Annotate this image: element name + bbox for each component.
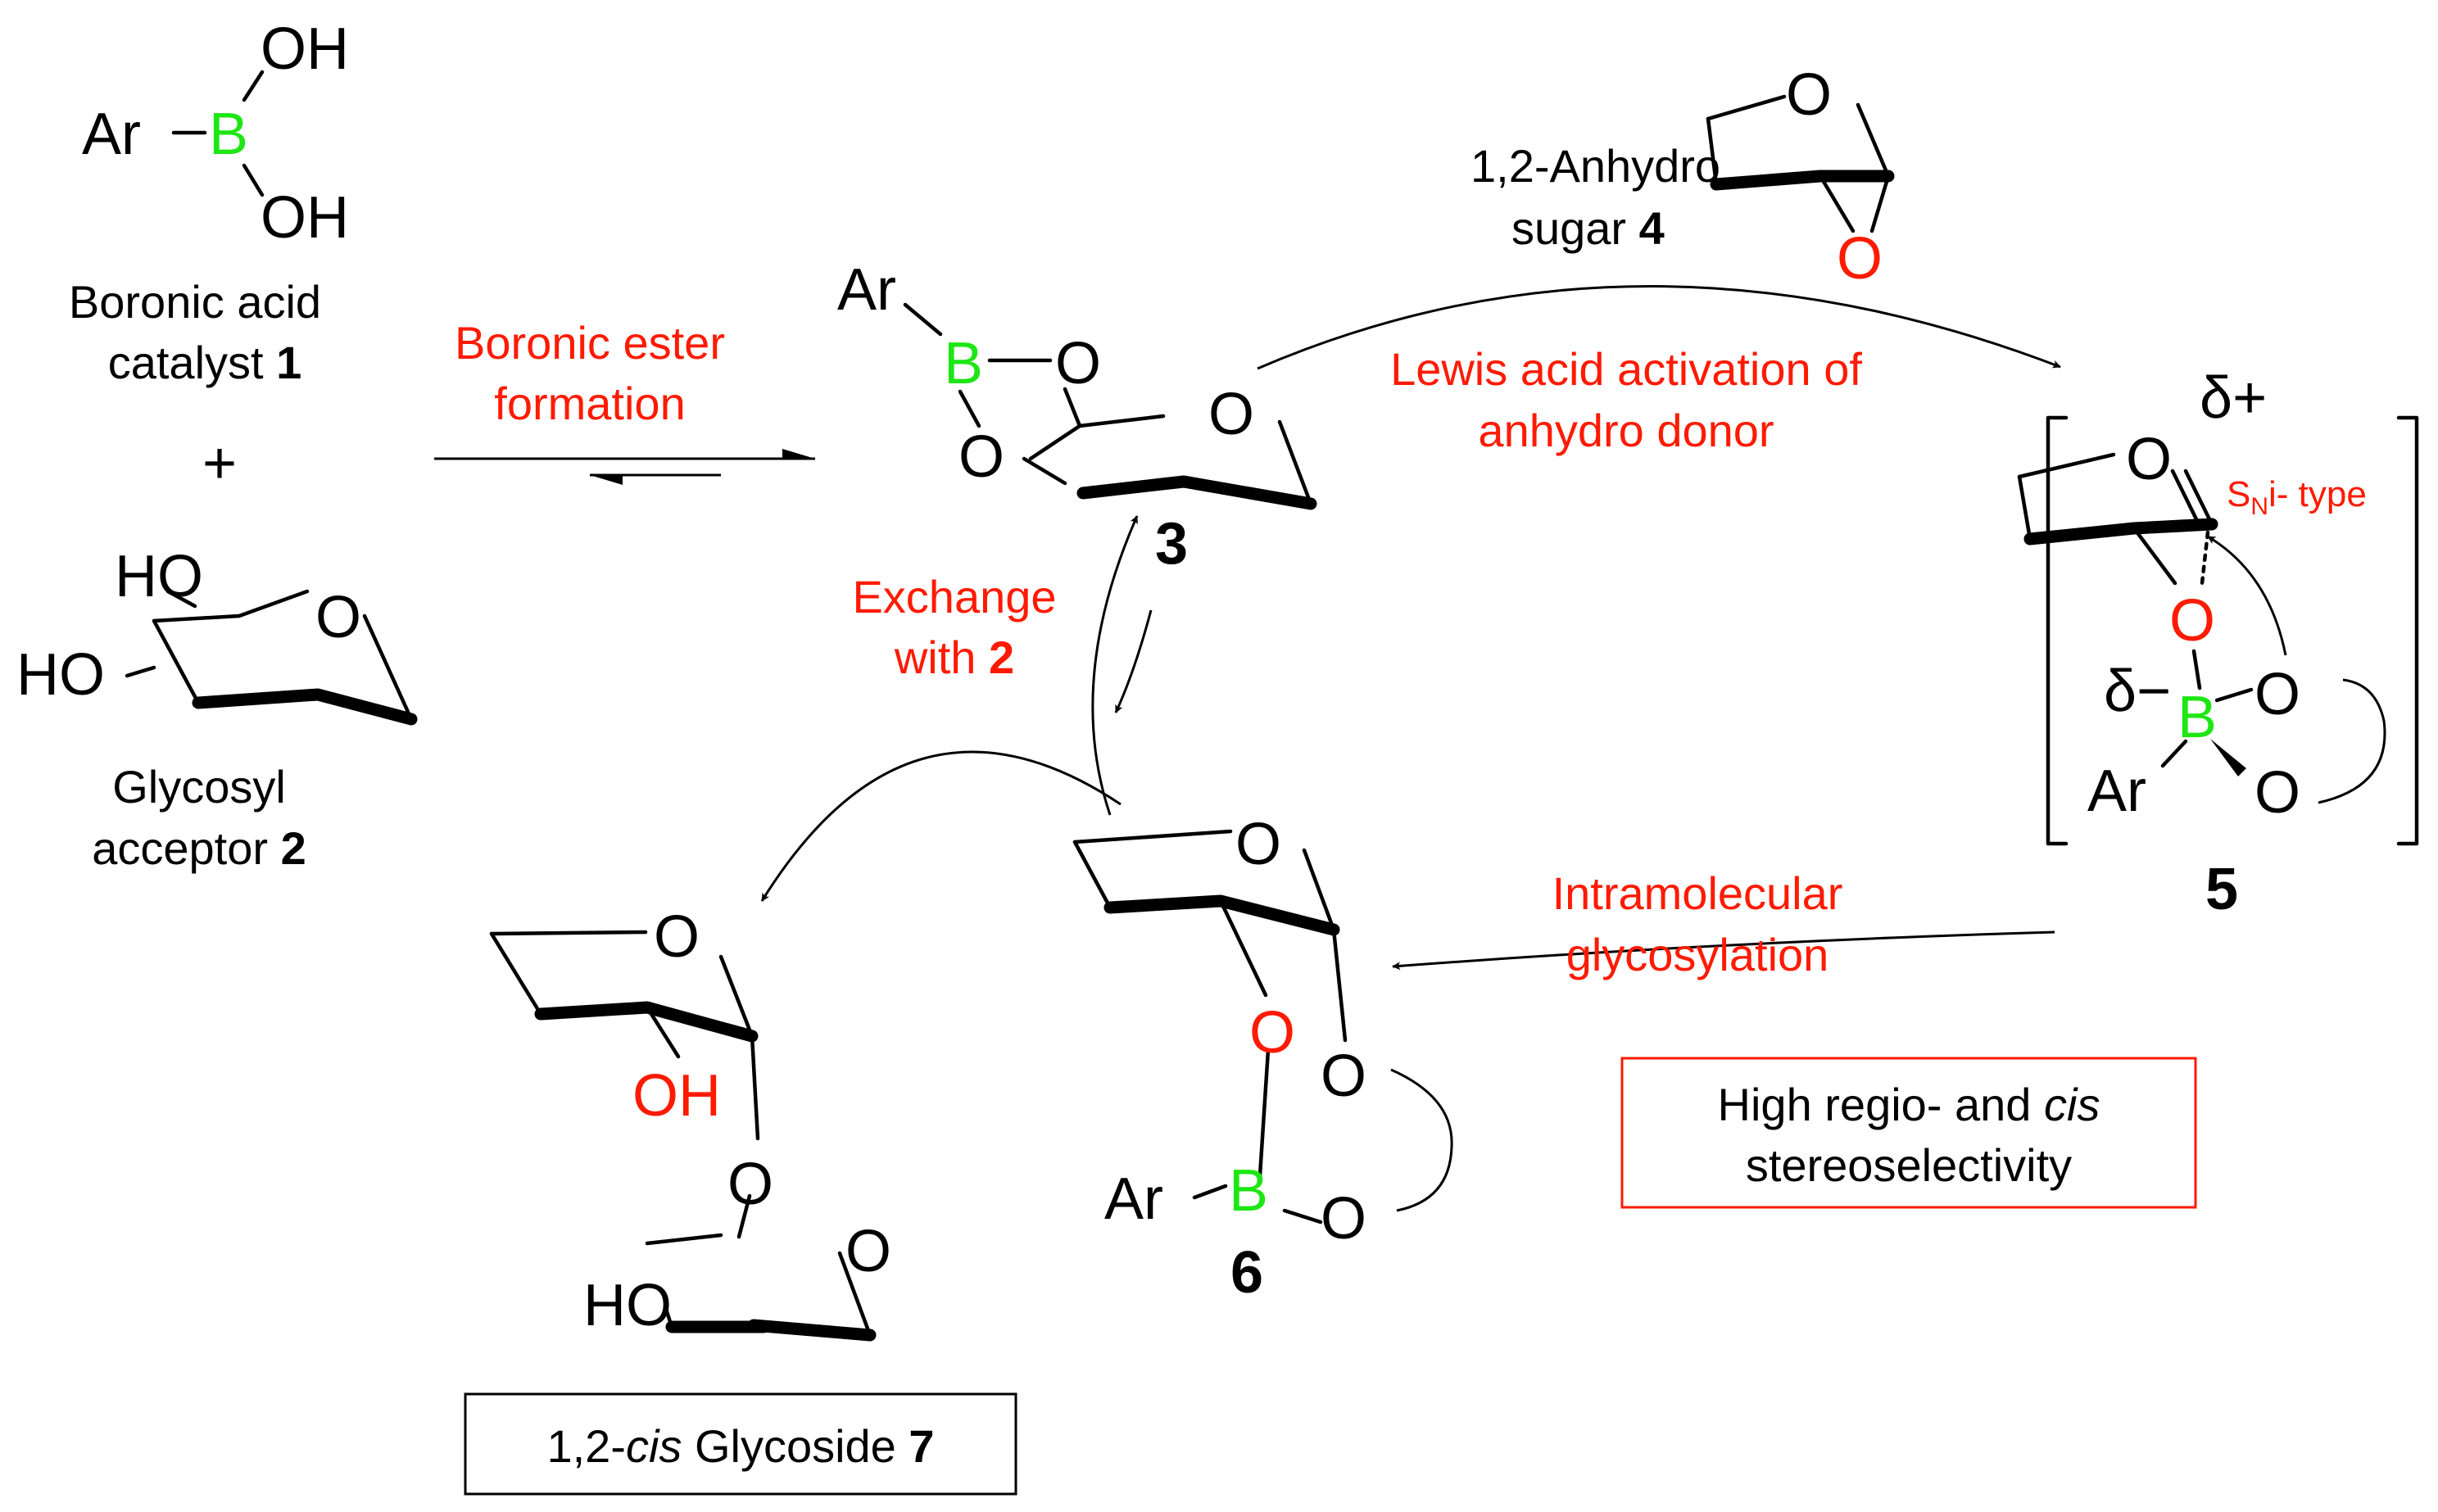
c4-ring-oxygen: O [1786, 62, 1832, 128]
c3-ring-oxygen: O [1208, 382, 1254, 447]
plus-sign: + [202, 431, 237, 496]
compound-2-glycosyl-acceptor: HO HO O Glycosyl acceptor 2 [16, 544, 418, 874]
exchange-arrows [1091, 515, 1153, 816]
step-intra-line1: Intramolecular [1552, 867, 1843, 919]
compound-5-transition-state: O δ+ SNi- type O δ− B O O Ar 5 [2017, 365, 2419, 922]
c6-red-oxygen: O [1249, 1000, 1295, 1066]
c6-right-oxygen: O [1321, 1043, 1366, 1109]
c7-ho: HO [583, 1273, 672, 1338]
c7-ring-oxygen-top: O [654, 904, 700, 970]
c6-number: 6 [1230, 1240, 1263, 1306]
compound-3-boronic-ester: Ar B O O O 3 [837, 257, 1317, 577]
c5-oxygen-b: O [2254, 760, 2300, 826]
c2-ring-oxygen: O [315, 585, 361, 650]
c5-number: 5 [2205, 857, 2238, 922]
c1-oh-bottom: OH [261, 185, 349, 251]
c1-ar: Ar [82, 102, 141, 167]
c6-ar: Ar [1104, 1166, 1163, 1232]
step-ester-line2: formation [494, 378, 685, 429]
step-exchange-line2: with 2 [894, 632, 1014, 683]
c1-oh-top: OH [261, 16, 349, 82]
step-ester-line1: Boronic ester [455, 317, 725, 369]
c6-ring-oxygen: O [1235, 812, 1281, 877]
compound-1-boronic-acid: Ar B OH OH Boronic acid catalyst 1 [69, 16, 349, 388]
c1-boron: B [209, 102, 248, 167]
compound-6-glycosyl-boronate: O O O Ar B O 6 [1072, 812, 1453, 1306]
c1-label-line2: catalyst 1 [108, 337, 302, 388]
arrow-3-to-5 [1257, 285, 2061, 370]
c7-ring-oxygen-bottom: O [845, 1219, 891, 1284]
selectivity-line2: stereoselectivity [1746, 1139, 2072, 1191]
c5-delta-plus: δ+ [2200, 365, 2267, 431]
c4-label-line1: 1,2-Anhydro [1471, 140, 1720, 192]
product-label: 1,2-cis Glycoside 7 [546, 1420, 934, 1472]
c2-label-line1: Glycosyl [112, 761, 286, 813]
step-exchange-line1: Exchange [852, 571, 1056, 622]
c2-ho-top: HO [115, 544, 203, 609]
step-lewis-line2: anhydro donor [1478, 405, 1774, 456]
selectivity-box: High regio- and cis stereoselectivity [1620, 1057, 2197, 1209]
compound-7-glycoside: O OH O O HO [489, 904, 891, 1342]
step-lewis-line1: Lewis acid activation of [1390, 343, 1862, 395]
equilibrium-arrows [434, 449, 815, 485]
compound-4-anhydro-sugar: 1,2-Anhydro sugar 4 O O [1471, 62, 1895, 292]
c3-boron: B [944, 331, 983, 396]
c1-label-line1: Boronic acid [69, 276, 321, 328]
arrow-5-to-6 [1392, 930, 2055, 971]
c5-oxygen-a: O [2254, 662, 2300, 727]
c7-linking-oxygen: O [727, 1152, 773, 1217]
c5-ring-oxygen: O [2126, 427, 2172, 492]
c3-oxygen-2: O [958, 424, 1004, 490]
product-label-box: 1,2-cis Glycoside 7 [464, 1392, 1017, 1496]
step-intra-line2: glycosylation [1566, 929, 1829, 980]
c2-ho-left: HO [16, 642, 105, 708]
c5-ar: Ar [2087, 758, 2146, 824]
c3-number: 3 [1155, 511, 1188, 577]
c6-boron: B [1229, 1158, 1268, 1224]
c4-label-line2: sugar 4 [1511, 202, 1665, 254]
arrow-6-to-7 [760, 750, 1122, 902]
c3-ar: Ar [837, 257, 896, 323]
c3-oxygen-1: O [1055, 331, 1101, 396]
c5-boron: B [2177, 685, 2217, 750]
c6-bottom-oxygen: O [1321, 1186, 1366, 1252]
c2-label-line2: acceptor 2 [92, 822, 306, 874]
c5-sni-type: SNi- type [2227, 474, 2367, 520]
c7-oh: OH [632, 1063, 721, 1129]
c5-delta-minus: δ− [2104, 659, 2171, 724]
c5-linking-oxygen: O [2169, 588, 2215, 654]
c4-epoxide-oxygen: O [1837, 226, 1883, 292]
selectivity-line1: High regio- and cis [1718, 1079, 2100, 1130]
